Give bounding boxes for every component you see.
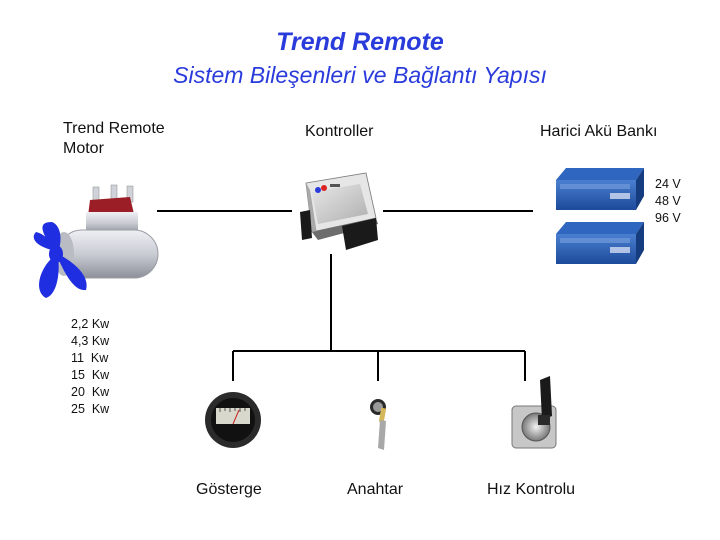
battery-bank-label: Harici Akü Bankı — [540, 123, 658, 140]
motor-power-list: 2,2 Kw 4,3 Kw 11 Kw 15 Kw 20 Kw 25 Kw — [71, 316, 109, 418]
power-item: 2,2 Kw — [71, 317, 110, 331]
battery-voltage-list: 24 V 48 V 96 V — [655, 176, 681, 227]
voltage-item: 24 V — [655, 177, 681, 191]
key-label: Anahtar — [347, 481, 404, 498]
motor-label-line1: Trend Remote — [63, 120, 165, 137]
voltage-item: 48 V — [655, 194, 681, 208]
throttle-image — [511, 376, 557, 449]
battery-image-2 — [556, 222, 644, 264]
controller-image — [300, 172, 378, 250]
power-item: 15 Kw — [71, 368, 110, 382]
connection-lines — [157, 210, 533, 381]
voltage-item: 96 V — [655, 211, 681, 225]
throttle-label: Hız Kontrolu — [487, 481, 576, 498]
battery-image-1 — [556, 168, 644, 210]
power-item: 20 Kw — [71, 385, 110, 399]
power-item: 25 Kw — [71, 402, 110, 416]
controller-label: Kontroller — [305, 123, 374, 140]
key-switch-image — [370, 399, 387, 450]
motor-label-line2: Motor — [63, 140, 104, 157]
gauge-image — [205, 392, 261, 448]
power-item: 11 Kw — [71, 351, 109, 365]
diagram-title: Trend Remote — [276, 28, 444, 56]
gauge-label: Gösterge — [196, 481, 262, 498]
motor-image — [33, 184, 159, 298]
motor-label: Trend Remote Motor — [63, 119, 165, 159]
power-item: 4,3 Kw — [71, 334, 110, 348]
diagram-subtitle: Sistem Bileşenleri ve Bağlantı Yapısı — [173, 62, 547, 88]
